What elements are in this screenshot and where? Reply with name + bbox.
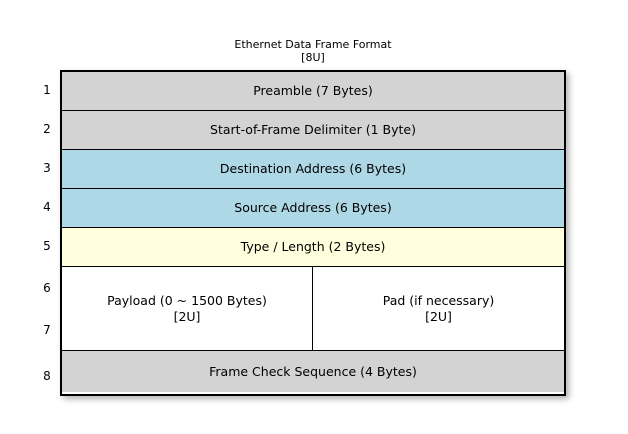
frame-field-source-address: Source Address (6 Bytes) [62,189,564,228]
frame-field-payload-sub: [2U] [173,308,201,324]
diagram-title-main: Ethernet Data Frame Format [234,38,392,51]
row-number-gutter: 1 2 3 4 5 6 7 8 [36,70,58,396]
frame-field-type-length: Type / Length (2 Bytes) [62,228,564,267]
row-number-4: 4 [43,200,51,214]
frame-field-preamble-label: Preamble (7 Bytes) [253,83,373,98]
row-number-8: 8 [43,369,51,383]
frame-field-source-address-label: Source Address (6 Bytes) [234,200,392,215]
frame-field-pad-text: Pad (if necessary) [2U] [383,293,495,325]
frame-field-pad: Pad (if necessary) [2U] [313,267,564,350]
frame-field-payload-label: Payload (0 ~ 1500 Bytes) [107,292,267,308]
row-number-6: 6 [43,281,51,295]
frame-field-payload: Payload (0 ~ 1500 Bytes) [2U] [62,267,313,350]
frame-field-frame-check-sequence: Frame Check Sequence (4 Bytes) [62,351,564,392]
frame-field-payload-pad-row: Payload (0 ~ 1500 Bytes) [2U] Pad (if ne… [62,267,564,351]
frame-field-start-of-frame-delimiter: Start-of-Frame Delimiter (1 Byte) [62,111,564,150]
frame-field-type-length-label: Type / Length (2 Bytes) [240,239,386,254]
row-number-7: 7 [43,323,51,337]
frame-field-preamble: Preamble (7 Bytes) [62,72,564,111]
frame-field-payload-text: Payload (0 ~ 1500 Bytes) [2U] [107,293,267,325]
row-number-3: 3 [43,161,51,175]
row-number-2: 2 [43,122,51,136]
frame-field-pad-sub: [2U] [425,308,452,324]
row-number-5: 5 [43,239,51,253]
diagram-title-sub: [8U] [301,51,325,64]
frame-field-start-of-frame-delimiter-label: Start-of-Frame Delimiter (1 Byte) [210,122,416,137]
ethernet-frame-table: Preamble (7 Bytes) Start-of-Frame Delimi… [60,70,566,396]
frame-field-destination-address-label: Destination Address (6 Bytes) [219,161,407,176]
frame-field-pad-label: Pad (if necessary) [382,292,495,308]
row-number-1: 1 [43,83,51,97]
diagram-title: Ethernet Data Frame Format [8U] [60,38,566,64]
frame-field-destination-address: Destination Address (6 Bytes) [62,150,564,189]
frame-field-frame-check-sequence-label: Frame Check Sequence (4 Bytes) [209,363,417,379]
